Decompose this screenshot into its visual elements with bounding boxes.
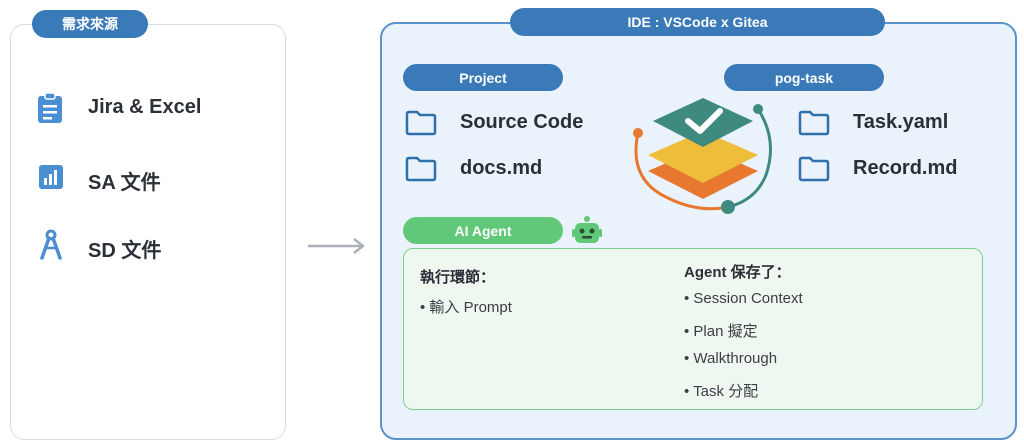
list-item: • Session Context <box>684 290 803 307</box>
requirements-panel <box>10 24 286 440</box>
saved-heading: Agent 保存了： <box>684 264 791 281</box>
source-sd-doc: SD 文件 <box>88 240 162 262</box>
folder-icon <box>798 156 830 182</box>
folder-icon <box>405 156 437 182</box>
clipboard-icon <box>36 92 64 124</box>
list-item: • 輸入 Prompt <box>420 299 512 316</box>
ai-agent-badge: AI Agent <box>403 217 563 244</box>
list-item: • Walkthrough <box>684 350 778 367</box>
source-sa-doc: SA 文件 <box>88 172 161 194</box>
pog-task-logo-icon <box>628 95 778 220</box>
pog-task-badge: pog-task <box>724 64 884 91</box>
source-jira-excel: Jira & Excel <box>88 96 202 118</box>
pog-task-yaml: Task.yaml <box>853 111 949 133</box>
project-source-code: Source Code <box>460 111 584 133</box>
requirements-badge: 需求來源 <box>32 10 148 38</box>
project-badge: Project <box>403 64 563 91</box>
list-item: • Task 分配 <box>684 383 759 400</box>
flow-arrow-icon <box>306 236 368 256</box>
steps-heading: 執行環節： <box>420 269 496 286</box>
ide-badge: IDE : VSCode x Gitea <box>510 8 885 36</box>
ai-agent-box <box>403 248 983 410</box>
robot-icon <box>571 215 603 247</box>
list-item: • Plan 擬定 <box>684 323 758 340</box>
folder-icon <box>798 110 830 136</box>
folder-icon <box>405 110 437 136</box>
chart-doc-icon <box>37 163 65 191</box>
project-docs-md: docs.md <box>460 157 543 179</box>
pog-record-md: Record.md <box>853 157 958 179</box>
compass-icon <box>37 229 65 261</box>
